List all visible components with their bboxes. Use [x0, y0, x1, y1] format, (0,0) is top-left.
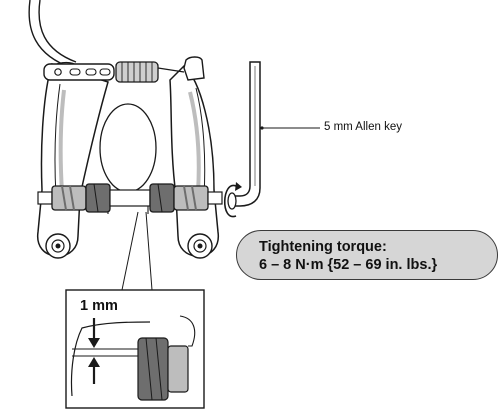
- gap-arrow-down-icon: [88, 318, 100, 348]
- detail-leader-left: [121, 211, 139, 291]
- tire-outline: [99, 103, 157, 193]
- allen-key-icon: [227, 61, 261, 210]
- torque-callout-box: Tightening torque: 6 – 8 N·m {52 – 69 in…: [236, 230, 498, 280]
- tighten-rotation-arrow: [224, 182, 242, 218]
- noodle-link: [43, 63, 115, 81]
- pad-gap-label: 1 mm: [80, 298, 118, 314]
- gap-arrow-up-icon: [88, 357, 100, 384]
- detail-leader-right: [145, 211, 153, 291]
- torque-value: 6 – 8 N·m {52 – 69 in. lbs.}: [259, 257, 438, 273]
- brake-pad-assembly: [37, 183, 223, 213]
- left-brake-arm: [36, 61, 109, 257]
- left-pivot-bolt: [45, 233, 71, 259]
- torque-title: Tightening torque:: [259, 239, 387, 255]
- allen-key-label: 5 mm Allen key: [324, 121, 402, 133]
- right-brake-arm: [169, 64, 220, 257]
- cable-holder: [183, 56, 205, 81]
- cable-boot: [115, 61, 185, 83]
- pad-gap-detail-inset: [65, 289, 205, 409]
- right-pivot-bolt: [187, 233, 213, 259]
